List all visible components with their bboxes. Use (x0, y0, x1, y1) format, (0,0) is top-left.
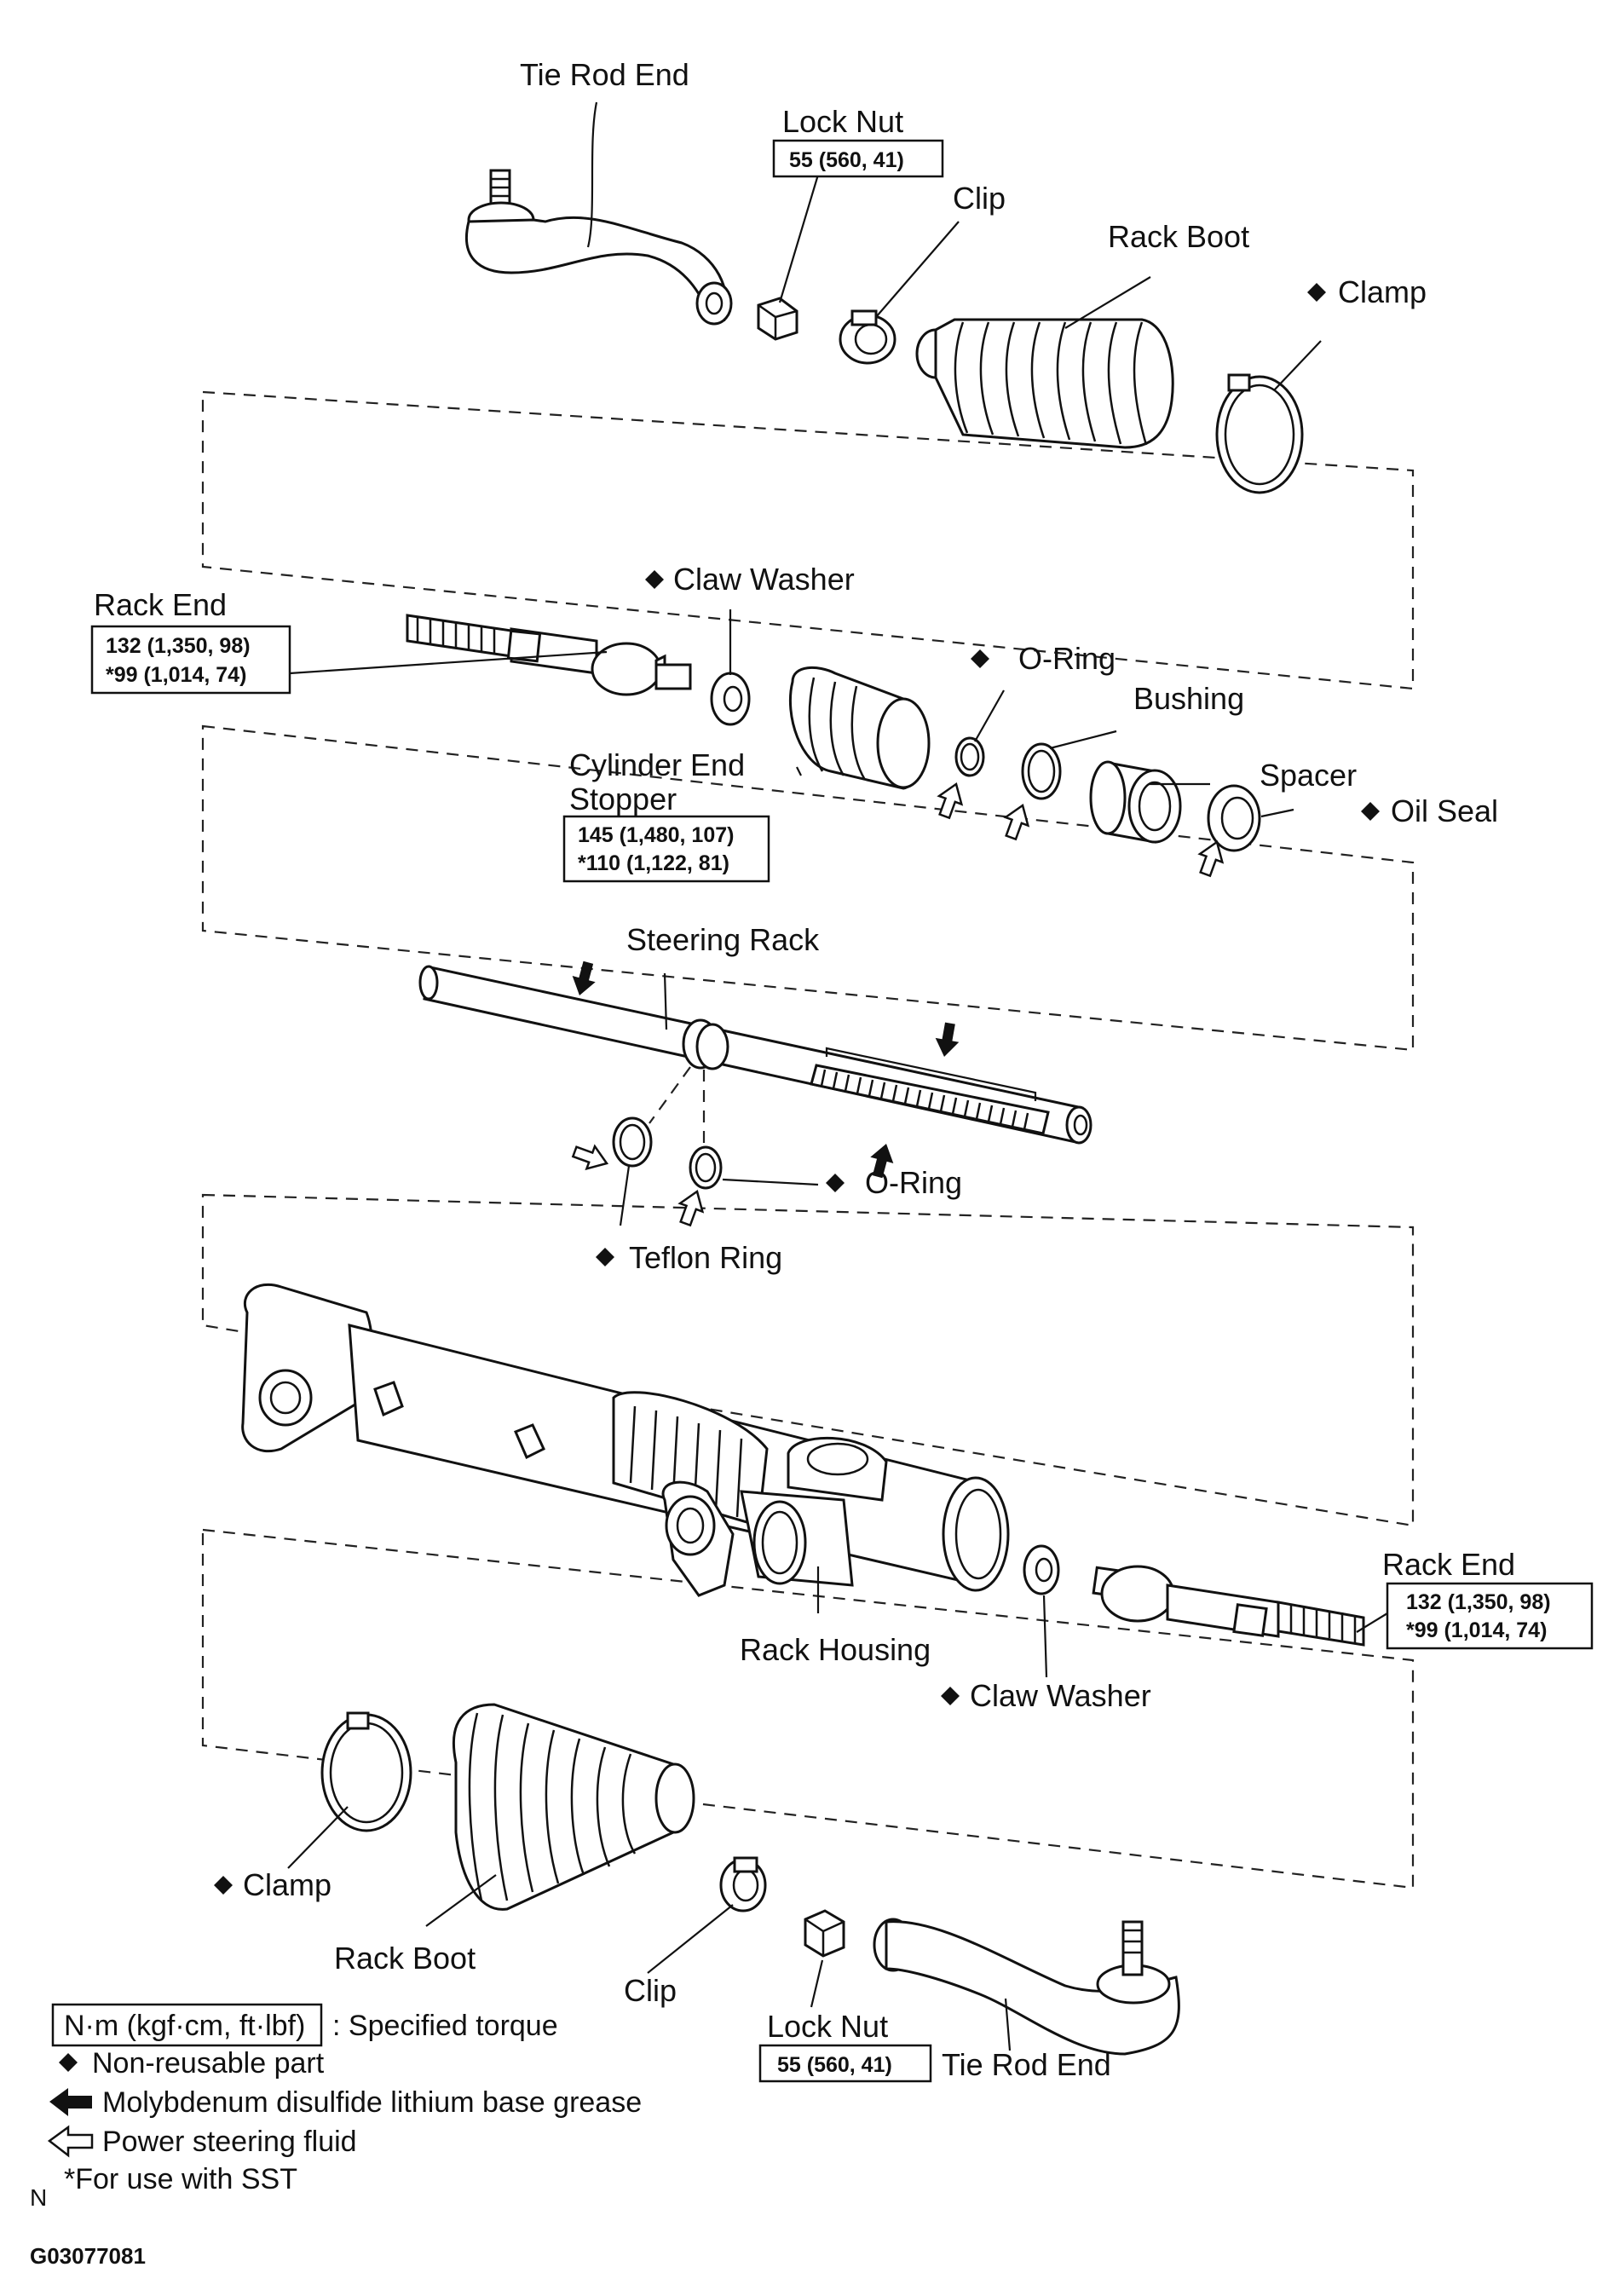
bushing (1021, 742, 1062, 800)
non-reusable-diamond-icon (596, 1248, 614, 1266)
label-tie-rod-end-bottom: Tie Rod End (942, 2047, 1111, 2082)
teflon-ring (612, 1116, 653, 1168)
dashed-guides (201, 390, 1415, 1889)
torque-cylinder-end-stopper-2: *110 (1,122, 81) (578, 851, 729, 875)
label-clamp-top: Clamp (1338, 274, 1427, 309)
label-claw-washer-bottom: Claw Washer (970, 1678, 1151, 1713)
legend-torque-unit: N·m (kgf·cm, ft·lbf) (64, 2010, 305, 2042)
label-bushing: Bushing (1133, 681, 1244, 716)
ring-position-guides (649, 1066, 706, 1146)
label-lock-nut-top: Lock Nut (782, 104, 903, 139)
tie-rod-end-bottom (873, 1918, 1180, 2056)
lock-nut-bottom (804, 1909, 845, 1958)
non-reusable-diamond-icon (1361, 802, 1380, 821)
torque-lock-nut-bottom: 55 (560, 41) (777, 2053, 892, 2077)
torque-rack-end-top-2: *99 (1,014, 74) (106, 663, 246, 687)
label-rack-end-top: Rack End (94, 587, 227, 622)
label-clamp-bottom: Clamp (243, 1867, 331, 1902)
label-steering-rack: Steering Rack (626, 922, 820, 957)
clamp-bottom (320, 1711, 412, 1832)
legend-diamond-icon (59, 2053, 78, 2072)
legend-non-reusable: Non-reusable part (92, 2047, 325, 2080)
cylinder-end-stopper (788, 666, 931, 790)
non-reusable-diamond-icon (971, 649, 989, 668)
torque-rack-end-bottom-1: 132 (1,350, 98) (1406, 1590, 1551, 1614)
rack-boot-bottom (452, 1703, 695, 1911)
label-rack-boot-top: Rack Boot (1108, 219, 1249, 254)
torque-rack-end-top-1: 132 (1,350, 98) (106, 634, 251, 658)
label-rack-housing: Rack Housing (740, 1632, 931, 1667)
label-oil-seal: Oil Seal (1391, 793, 1498, 828)
north-marker: N (30, 2184, 47, 2211)
label-rack-boot-bottom: Rack Boot (334, 1941, 476, 1976)
non-reusable-diamond-icon (214, 1876, 233, 1895)
legend-solid-arrow-icon (49, 2088, 92, 2116)
clamp-top (1215, 373, 1304, 494)
legend-torque-box (51, 2003, 323, 2047)
torque-lock-nut-top: 55 (560, 41) (789, 148, 904, 172)
claw-washer-top (710, 672, 751, 726)
legend-torque-desc: : Specified torque (332, 2010, 558, 2042)
torque-box-cylinder-end-stopper (562, 815, 770, 883)
o-ring-top (954, 736, 985, 777)
non-reusable-diamond-icon (1307, 283, 1326, 302)
label-claw-washer-top: Claw Washer (673, 562, 855, 597)
steering-rack (418, 965, 1092, 1145)
torque-cylinder-end-stopper-1: 145 (1,480, 107) (578, 823, 734, 847)
spacer (1089, 760, 1182, 844)
torque-rack-end-bottom-2: *99 (1,014, 74) (1406, 1618, 1547, 1642)
torque-box-rack-end-bottom (1386, 1582, 1594, 1650)
label-clip-top: Clip (953, 181, 1006, 216)
label-clip-bottom: Clip (624, 1973, 677, 2008)
legend-fluid: Power steering fluid (102, 2126, 357, 2158)
o-ring-mid (689, 1145, 723, 1190)
part-labels: Tie Rod End Lock Nut 55 (560, 41) Clip R… (90, 57, 1594, 2083)
clip-top (839, 309, 896, 365)
legend: N·m (kgf·cm, ft·lbf) : Specified torque … (30, 2003, 642, 2269)
non-reusable-diamond-icon (941, 1687, 960, 1705)
label-spacer: Spacer (1260, 758, 1357, 793)
label-cylinder-end-stopper-1: Cylinder End (569, 747, 745, 782)
rack-end-top (406, 614, 692, 696)
torque-box-lock-nut-bottom (758, 2044, 932, 2083)
legend-sst: *For use with SST (64, 2163, 297, 2195)
label-teflon-ring: Teflon Ring (629, 1240, 782, 1275)
oil-seal (1207, 784, 1261, 852)
legend-hollow-arrow-icon (47, 2125, 94, 2158)
lock-nut-top (757, 297, 798, 341)
legend-grease: Molybdenum disulfide lithium base grease (102, 2086, 642, 2119)
label-lock-nut-bottom: Lock Nut (767, 2009, 888, 2044)
non-reusable-diamond-icon (645, 570, 664, 589)
leader-lines (287, 101, 1388, 2051)
tie-rod-end-top (464, 169, 733, 326)
label-cylinder-end-stopper-2: Stopper (569, 782, 677, 816)
torque-box-rack-end-top (90, 625, 291, 695)
rack-boot-top (915, 318, 1174, 449)
label-rack-end-bottom: Rack End (1382, 1547, 1515, 1582)
label-o-ring-mid: O-Ring (865, 1165, 962, 1200)
claw-washer-bottom (1023, 1544, 1060, 1595)
figure-id: G03077081 (30, 2243, 146, 2269)
torque-box-lock-nut-top (772, 139, 944, 178)
rack-housing (241, 1283, 1010, 1597)
label-o-ring-top: O-Ring (1018, 641, 1116, 676)
label-tie-rod-end-top: Tie Rod End (520, 57, 689, 92)
non-reusable-diamond-icon (826, 1174, 845, 1192)
clip-bottom (719, 1856, 767, 1912)
rack-end-bottom (1092, 1565, 1365, 1647)
